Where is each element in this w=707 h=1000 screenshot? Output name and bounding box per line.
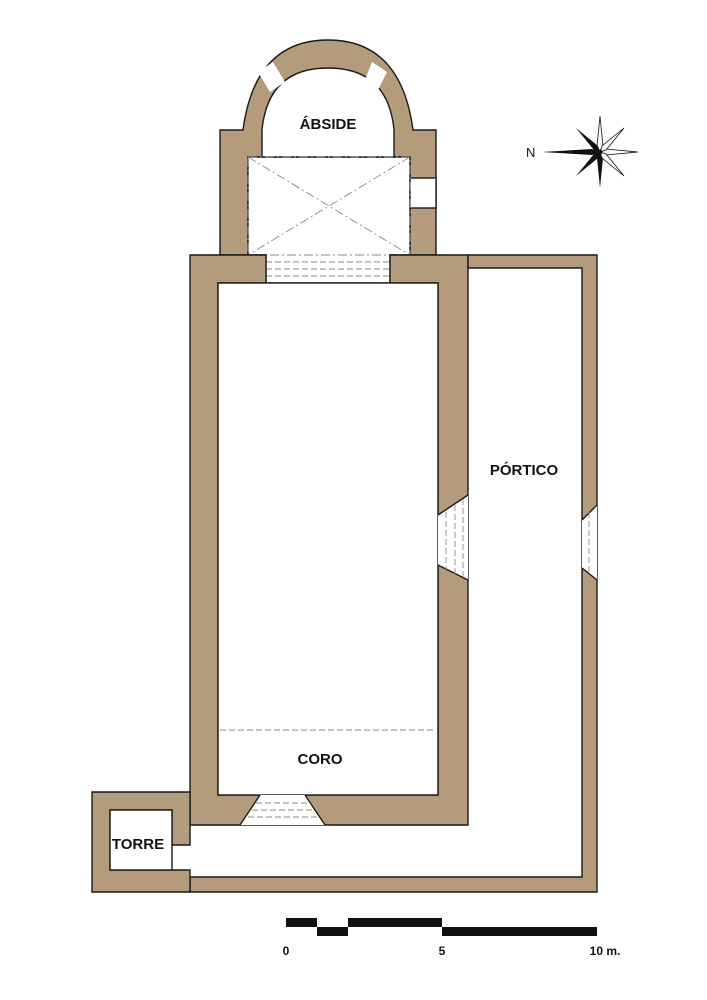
- apse-interior: [247, 156, 411, 284]
- tower-label: TORRE: [112, 836, 164, 853]
- apse-window-left: [258, 62, 285, 92]
- scale-tick-0: 0: [283, 944, 290, 958]
- north-label: N: [526, 145, 535, 160]
- north-arrow-icon: [542, 115, 639, 188]
- door-edge: [437, 494, 469, 516]
- nave-side-door: [438, 495, 468, 580]
- scale-tick-10: 10 m.: [590, 944, 621, 958]
- apse-label: ÁBSIDE: [300, 116, 357, 133]
- apse-inner-curve: [261, 67, 395, 158]
- door-edge: [581, 504, 598, 521]
- scale-tick-5: 5: [439, 944, 446, 958]
- portico-label: PÓRTICO: [490, 461, 559, 479]
- scale-segment: [286, 918, 317, 927]
- choir-label: CORO: [298, 751, 343, 768]
- door-edge: [304, 794, 326, 826]
- apse-window-right: [364, 62, 387, 90]
- door-edge: [437, 564, 469, 581]
- vault-diagonal-b: [247, 156, 411, 256]
- door-edge: [239, 794, 261, 826]
- scale-segment: [442, 927, 597, 936]
- scale-segment: [348, 918, 442, 927]
- nave-interior: [217, 282, 439, 796]
- door-edge: [581, 567, 598, 581]
- vault-outline: [247, 156, 411, 256]
- scale-bar: 0 5 10 m.: [283, 918, 621, 958]
- portico-opening: [582, 505, 597, 580]
- scale-segment: [317, 927, 348, 936]
- tower-interior: [109, 809, 173, 871]
- apse-side-window: [409, 177, 437, 209]
- vault-diagonal-a: [247, 156, 411, 256]
